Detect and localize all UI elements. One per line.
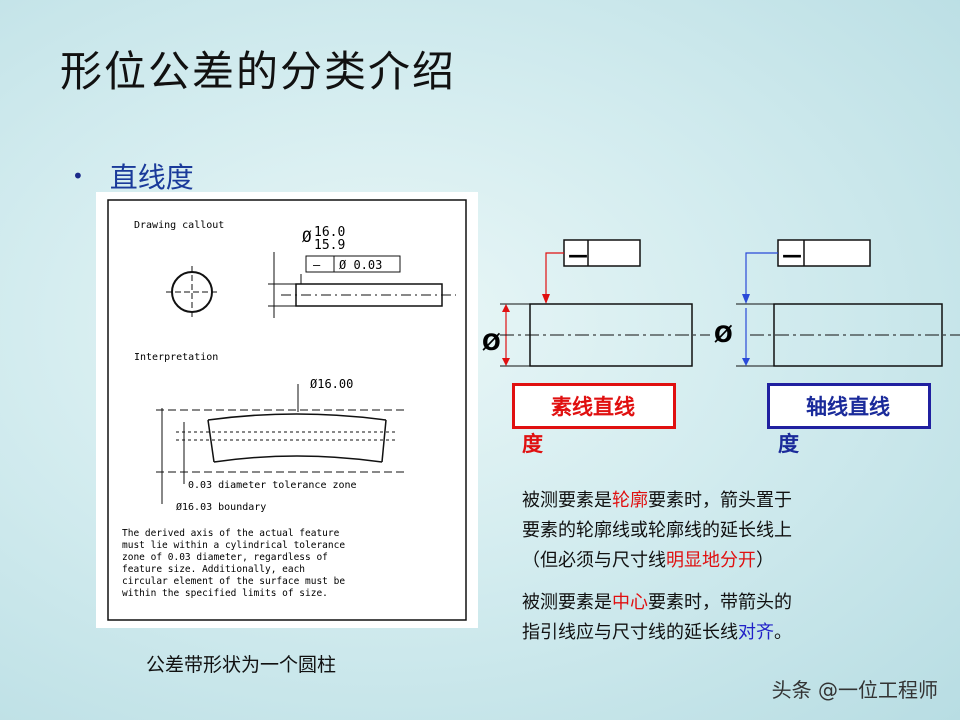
profile-straightness-label: 素线直线 <box>512 383 676 429</box>
slide-title: 形位公差的分类介绍 <box>60 47 457 96</box>
interpretation-paragraph: The derived axis of the actual feature m… <box>122 528 345 599</box>
feature-control-frame: — Ø 0.03 <box>305 255 401 273</box>
dia-symbol: Ø <box>302 227 312 246</box>
boundary-note: Ø16.03 boundary <box>176 501 266 513</box>
side-view <box>268 252 456 318</box>
circle-view-icon <box>166 266 218 318</box>
interp-label: Interpretation <box>134 352 218 363</box>
straightness-diagram: — Ø — Ø <box>478 232 960 382</box>
right-dia-symbol: Ø <box>714 323 733 348</box>
left-dia-symbol: Ø <box>482 331 501 356</box>
para-line: feature size. Additionally, each <box>122 564 305 575</box>
para-line: must lie within a cylindrical tolerance <box>122 540 345 551</box>
axis-label-overflow: 度 <box>778 432 799 456</box>
para-line: zone of 0.03 diameter, regardless of <box>122 552 328 563</box>
para-line: within the specified limits of size. <box>122 588 328 599</box>
right-dim-arrow-icon <box>742 358 750 366</box>
scanned-drawing: Drawing callout Ø 16.0 15.9 — Ø 0.03 Int… <box>96 192 478 628</box>
diagram-svg: — Ø — Ø <box>482 239 960 367</box>
fcf-value: Ø 0.03 <box>339 258 382 272</box>
note-profile: 被测要素是轮廓要素时，箭头置于 要素的轮廓线或轮廓线的延长线上 （但必须与尺寸线… <box>522 490 792 571</box>
right-fcf-symbol: — <box>782 243 802 267</box>
bullet-marker: • <box>72 164 84 188</box>
right-arrow-icon <box>742 294 750 304</box>
dim-lower: 15.9 <box>314 238 345 253</box>
bullet-text: 直线度 <box>109 161 194 194</box>
para-line: circular element of the surface must be <box>122 576 345 587</box>
profile-label-overflow: 度 <box>522 432 543 456</box>
drawing-svg: Drawing callout Ø 16.0 15.9 — Ø 0.03 Int… <box>107 199 467 621</box>
watermark: 头条 @一位工程师 <box>771 678 938 702</box>
left-leader <box>545 252 564 298</box>
dim-arrow-down-icon <box>502 358 510 366</box>
dim-interp: Ø16.00 <box>310 377 353 391</box>
para-line: The derived axis of the actual feature <box>122 528 340 539</box>
right-fcf: — <box>777 239 871 267</box>
axis-straightness-label: 轴线直线 <box>767 383 931 429</box>
caption: 公差带形状为一个圆柱 <box>146 654 337 676</box>
bullet-item: • 直线度 <box>72 156 194 196</box>
callout-label: Drawing callout <box>134 220 224 231</box>
right-part <box>773 303 943 367</box>
note-center: 被测要素是中心要素时，带箭头的 指引线应与尺寸线的延长线对齐。 <box>522 592 792 643</box>
left-arrow-icon <box>542 294 550 304</box>
dim-arrow-up-icon <box>502 304 510 312</box>
left-fcf: — <box>563 239 641 267</box>
right-leader <box>745 252 778 298</box>
dim-upper: 16.0 <box>314 225 345 240</box>
fcf-symbol: — <box>313 258 321 272</box>
left-fcf-symbol: — <box>568 243 588 267</box>
zone-note: 0.03 diameter tolerance zone <box>188 480 357 491</box>
interpretation-view <box>156 384 406 504</box>
